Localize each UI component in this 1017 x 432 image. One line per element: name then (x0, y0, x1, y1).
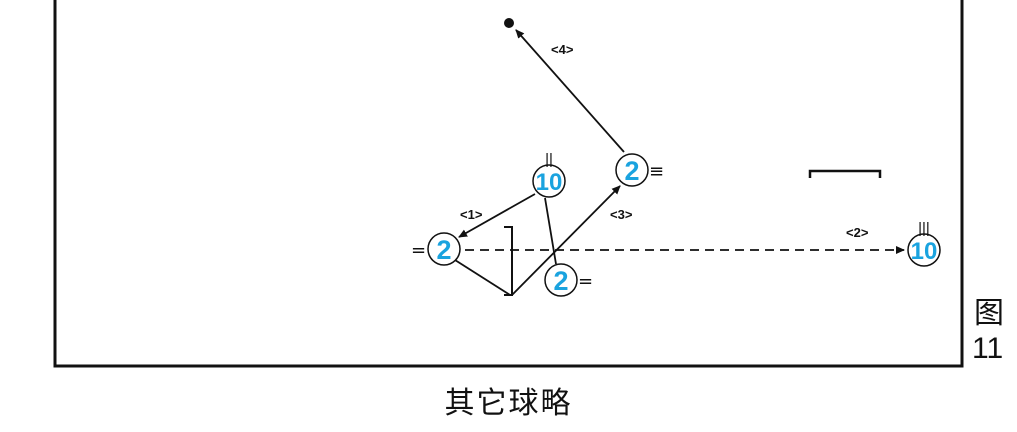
screen-bar (808, 169, 882, 178)
player-2-top: 2 ≡ (615, 153, 664, 187)
move-line-3 (511, 185, 621, 296)
player-marks: || (545, 151, 553, 168)
screen-bracket (504, 226, 513, 296)
player-number: 2 (624, 156, 639, 186)
label-step3: <3> (610, 207, 633, 222)
move-line-4 (515, 29, 625, 153)
pass-line-1 (458, 193, 536, 238)
player-marks: = (411, 240, 426, 261)
court-border (53, 0, 964, 368)
cut-line-2-left (454, 259, 511, 296)
label-step4: <4> (551, 42, 574, 57)
player-marks: = (578, 271, 593, 292)
player-number: 10 (911, 238, 938, 265)
player-number: 2 (436, 235, 451, 265)
player-number: 10 (536, 169, 563, 196)
player-marks: ||| (918, 220, 930, 237)
cut-line-10 (544, 197, 557, 265)
figure-label: 图 (974, 296, 1004, 331)
player-number: 2 (553, 266, 568, 296)
player-2-bottom: 2 = (544, 263, 593, 297)
caption: 其它球略 (444, 386, 573, 421)
player-marks: ≡ (649, 161, 664, 182)
figure-number: 11 (972, 332, 1004, 365)
target-dot (504, 18, 514, 28)
player-2-left: 2 = (411, 232, 461, 266)
player-10-right: 10 ||| (907, 220, 941, 267)
label-step2: <2> (846, 225, 869, 240)
label-step1: <1> (460, 207, 483, 222)
player-10-top: 10 || (532, 151, 566, 198)
